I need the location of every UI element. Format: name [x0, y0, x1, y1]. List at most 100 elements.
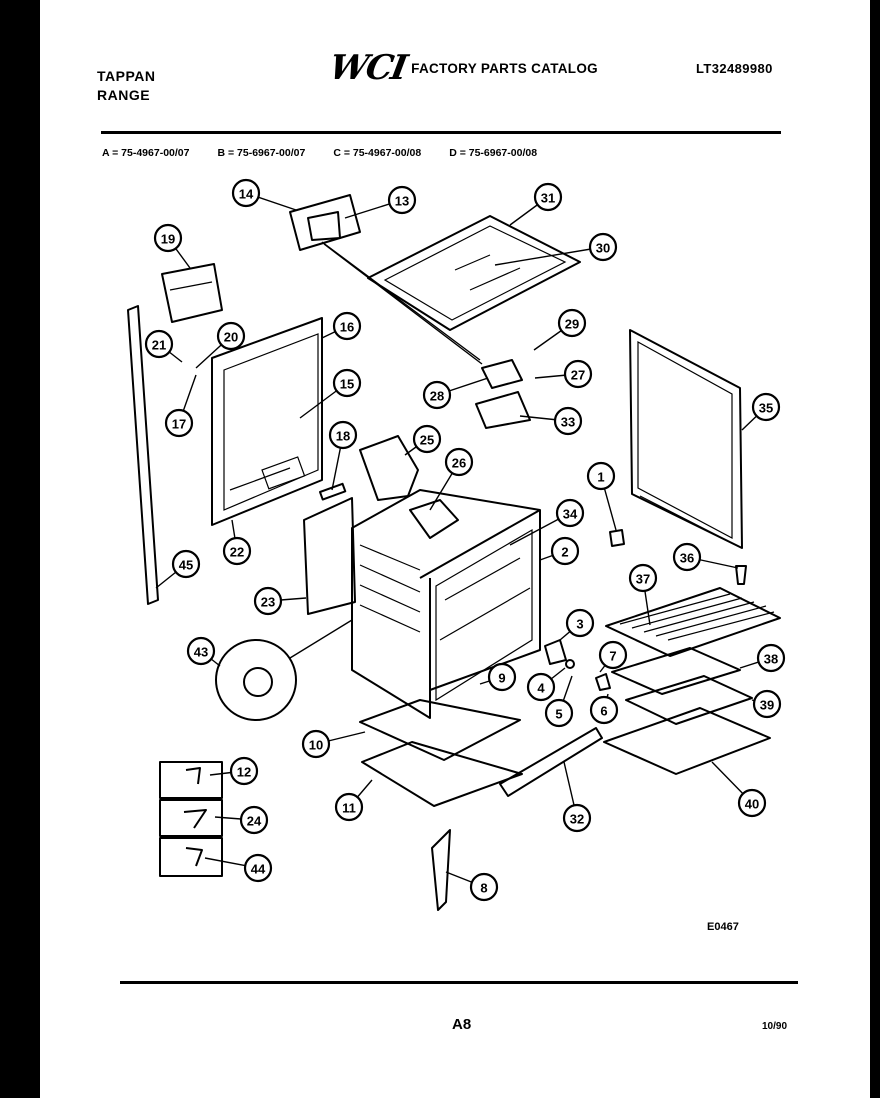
callout-label: 6: [600, 704, 607, 719]
callout-27: 27: [563, 359, 593, 389]
callout-label: 9: [498, 671, 505, 686]
callout-circle: [487, 662, 517, 692]
callout-label: 32: [570, 812, 584, 827]
callout-43: 43: [186, 636, 216, 666]
model-number: LT32489980: [696, 61, 773, 76]
bracket-part: [161, 263, 223, 323]
callout-circle: [239, 805, 269, 835]
callout-label: 15: [340, 377, 354, 392]
callout-label: 17: [172, 417, 186, 432]
callout-label: 25: [420, 433, 434, 448]
callout-33: 33: [553, 406, 583, 436]
leveling-leg: [735, 565, 747, 585]
callout-label: 21: [152, 338, 166, 353]
catalog-page: TAPPAN RANGE WCI FACTORY PARTS CATALOG L…: [40, 0, 870, 1098]
callout-circle: [412, 424, 442, 454]
callout-label: 34: [563, 507, 578, 522]
drawer-bottom: [361, 741, 523, 807]
broiler-insert: [625, 675, 753, 725]
vent-duct: [359, 435, 419, 501]
callout-circle: [164, 408, 194, 438]
model-code-c: C = 75-4967-00/08: [333, 147, 422, 159]
callout-circle: [562, 803, 592, 833]
callout-9: 9: [487, 662, 517, 692]
callout-label: 24: [247, 814, 262, 829]
callout-14: 14: [231, 178, 261, 208]
callout-label: 37: [636, 572, 650, 587]
callout-label: 1: [597, 470, 604, 485]
callout-circle: [334, 792, 364, 822]
callout-circle: [332, 311, 362, 341]
callout-36: 36: [672, 542, 702, 572]
control-knob-detail: [215, 619, 353, 721]
callout-circle: [533, 182, 563, 212]
callout-circle: [328, 420, 358, 450]
callout-21: 21: [144, 329, 174, 359]
callout-6: 6: [589, 695, 619, 725]
drawer-rail: [499, 727, 603, 797]
callout-8: 8: [469, 872, 499, 902]
callout-label: 13: [395, 194, 409, 209]
callout-20: 20: [216, 321, 246, 351]
callout-label: 16: [340, 320, 354, 335]
back-panel: [211, 317, 323, 526]
brand-name: TAPPAN: [97, 68, 156, 84]
callout-circle: [737, 788, 767, 818]
callout-29: 29: [557, 308, 587, 338]
callout-34: 34: [555, 498, 585, 528]
oven-bottom: [359, 699, 521, 761]
callout-circle: [588, 232, 618, 262]
callout-circle: [586, 461, 616, 491]
side-panel: [629, 329, 743, 549]
callout-label: 29: [565, 317, 579, 332]
catalog-header: WCI FACTORY PARTS CATALOG: [326, 48, 598, 88]
small-bracket-part: [318, 482, 347, 501]
callout-39: 39: [752, 689, 782, 719]
callout-label: 38: [764, 652, 778, 667]
callout-26: 26: [444, 447, 474, 477]
callout-circle: [555, 498, 585, 528]
page-number: A8: [452, 1016, 472, 1033]
callout-circle: [422, 380, 452, 410]
callout-circle: [444, 447, 474, 477]
callout-label: 8: [480, 881, 487, 896]
model-code-b: B = 75-6967-00/07: [217, 147, 306, 159]
callout-3: 3: [565, 608, 595, 638]
oven-rack: [605, 587, 781, 657]
callout-label: 20: [224, 330, 238, 345]
callout-5: 5: [544, 698, 574, 728]
model-code-d: D = 75-6967-00/08: [449, 147, 538, 159]
callout-label: 14: [239, 187, 254, 202]
callout-44: 44: [243, 853, 273, 883]
callout-circle: [171, 549, 201, 579]
valve-part: [481, 359, 523, 389]
callout-31: 31: [533, 182, 563, 212]
callout-label: 35: [759, 401, 773, 416]
callout-circle: [301, 729, 331, 759]
callout-35: 35: [751, 392, 781, 422]
callout-circle: [563, 359, 593, 389]
callout-2: 2: [550, 536, 580, 566]
callout-label: 33: [561, 415, 575, 430]
spring-part: [595, 673, 611, 691]
revision-date: 10/90: [762, 1021, 788, 1032]
header-rule: [101, 131, 781, 134]
callout-circle: [589, 695, 619, 725]
callout-label: 18: [336, 429, 350, 444]
callout-17: 17: [164, 408, 194, 438]
callout-18: 18: [328, 420, 358, 450]
callout-37: 37: [628, 563, 658, 593]
product-type: RANGE: [97, 87, 151, 103]
callout-label: 10: [309, 738, 323, 753]
broiler-pan: [611, 647, 741, 695]
callout-label: 19: [161, 232, 175, 247]
callout-11: 11: [334, 792, 364, 822]
callout-circle: [672, 542, 702, 572]
callout-label: 26: [452, 456, 466, 471]
model-code-a: A = 75-4967-00/07: [102, 147, 190, 159]
callout-circle: [387, 185, 417, 215]
callout-16: 16: [332, 311, 362, 341]
valve-bracket: [475, 391, 531, 429]
